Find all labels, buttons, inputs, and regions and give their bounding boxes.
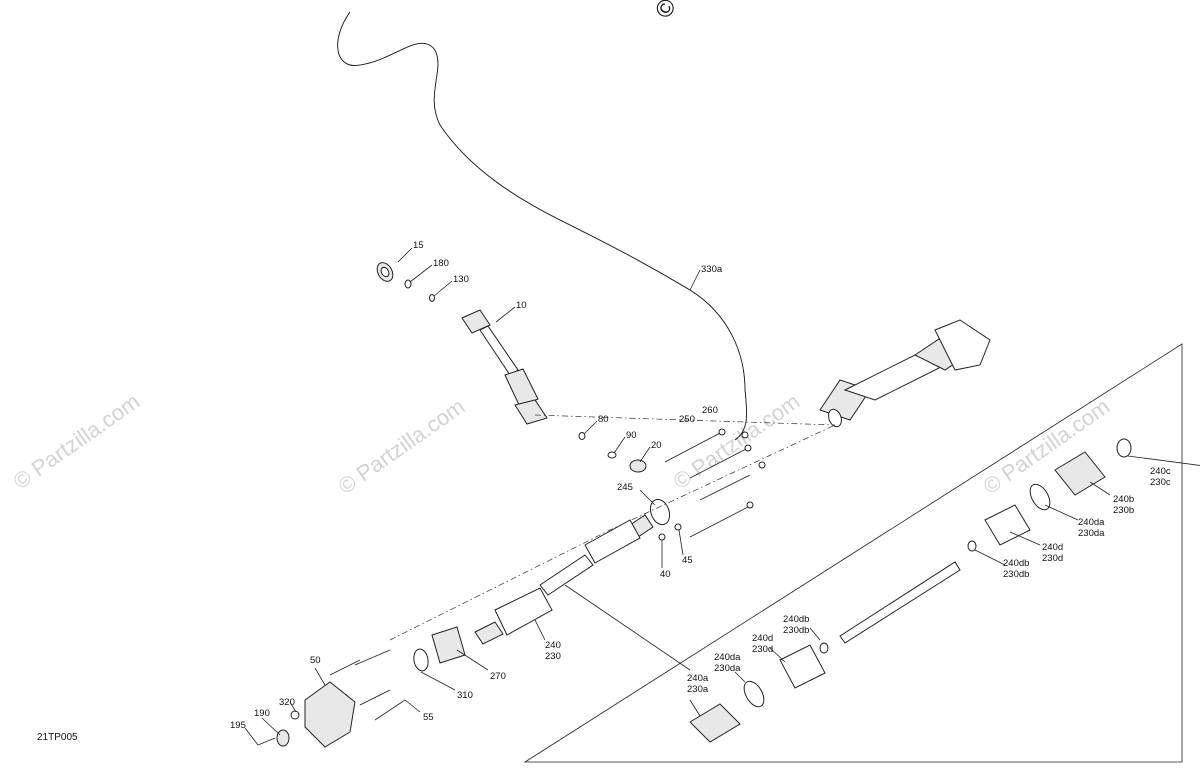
slip-yoke [504,368,539,408]
callout-10: 10 [516,300,527,311]
wheel-hub-assembly [257,649,406,748]
watermark-center-left: © Partzilla.com [334,394,470,500]
callout-130: 130 [453,274,469,285]
nut-260 [718,428,726,436]
callout-leaders [244,247,1200,746]
callout-40: 40 [660,569,671,580]
stub-shaft [474,621,504,645]
callout-labels: 15 180 130 10 330a 80 90 20 250 260 245 … [230,240,1171,731]
callout-80: 80 [598,414,609,425]
cv-boot-inner [584,519,641,564]
callout-180: 180 [433,258,449,269]
callout-55: 55 [423,712,434,723]
detail-leader-line [564,584,691,671]
universal-joint-lower [514,399,548,425]
clamp-240da-right [1029,483,1051,511]
nut-45 [674,523,682,531]
clamp-240da-mid [743,680,765,708]
callout-45: 45 [682,555,693,566]
nut-40 [658,533,666,541]
washer-320 [290,710,300,720]
callout-190: 190 [254,708,270,719]
diagram-code: 21TP005 [37,732,78,743]
callout-230b: 230b [1113,505,1134,516]
callout-240da-right: 240da [1078,517,1105,528]
callout-260: 260 [702,405,718,416]
callout-230a: 230a [687,684,709,695]
callout-20: 20 [651,440,662,451]
callout-240da-mid: 240da [714,652,741,663]
callout-240d-mid: 240d [752,633,773,644]
washer-180 [404,279,412,289]
clamp-240db-mid [819,642,829,654]
clamp-240db-right [967,540,977,552]
bolt-set-250-260 [664,428,766,538]
assembly-axis-line [389,424,836,641]
hardware-group-center [578,432,647,473]
cv-joint-240a [689,703,741,743]
o-ring-245 [649,498,671,526]
stud-50a [329,659,361,676]
watermark-left: © Partzilla.com [9,389,145,495]
callout-230db-right: 230db [1003,569,1029,580]
callout-245: 245 [617,482,633,493]
callout-270: 270 [490,671,506,682]
washer-90 [607,451,617,459]
detail-box-outline [523,343,1183,763]
callout-250: 250 [679,414,695,425]
axle-shaft-240 [539,554,594,596]
callout-240a: 240a [687,673,709,684]
callout-90: 90 [626,430,637,441]
callout-240db-mid: 240db [783,614,809,625]
cv-outer-race-240b [1054,451,1106,496]
seal-rear [828,408,842,428]
drive-shaft-10 [479,325,519,376]
wheel-hub-50 [304,681,356,748]
callout-230da-right: 230da [1078,528,1105,539]
axle-bar-detail [839,561,961,644]
nut-190 [276,729,290,747]
snap-ring-310 [413,648,429,672]
callout-195: 195 [230,720,246,731]
callout-230c: 230c [1150,477,1171,488]
rear-drive-shaft-assembly [819,319,991,428]
callout-330a: 330a [701,264,723,275]
part-130 [429,294,435,302]
callout-50: 50 [310,655,321,666]
boot-240d-mid [779,644,826,689]
callout-230db-mid: 230db [783,625,809,636]
cable-330a [337,11,748,441]
stud-55 [359,689,391,706]
callout-320: 320 [279,697,295,708]
assembly-axis-line-upper [534,414,836,426]
callout-240d-right: 240d [1042,542,1063,553]
bolt-80 [578,432,586,440]
callout-240db-right: 240db [1003,558,1029,569]
callout-240b: 240b [1113,494,1134,505]
hub-flange-rear [934,319,991,371]
sleeve-20 [629,459,647,473]
cv-boot-outer [494,587,553,636]
universal-joint-upper [461,309,491,334]
callout-230d-right: 230d [1042,553,1063,564]
callout-230d-mid: 230d [752,644,773,655]
callout-230: 230 [545,651,561,662]
callout-240c: 240c [1150,466,1171,477]
snap-ring-240c [1116,438,1132,458]
boot-240d-right [984,504,1031,546]
watermark-center-right: © Partzilla.com [669,389,805,495]
callout-15: 15 [413,240,424,251]
front-drive-shaft-assembly [474,514,654,645]
upper-shaft-assembly [376,262,548,425]
bearing-270 [431,626,466,664]
callout-310: 310 [457,690,473,701]
cotter-pin-195 [257,737,276,746]
callout-230da-mid: 230da [714,663,741,674]
watermark-top-fragment: © P [650,0,694,23]
detail-exploded-parts [689,438,1132,743]
watermark-layer: © Partzilla.com © Partzilla.com © Partzi… [9,0,1115,499]
callout-240: 240 [545,640,561,651]
